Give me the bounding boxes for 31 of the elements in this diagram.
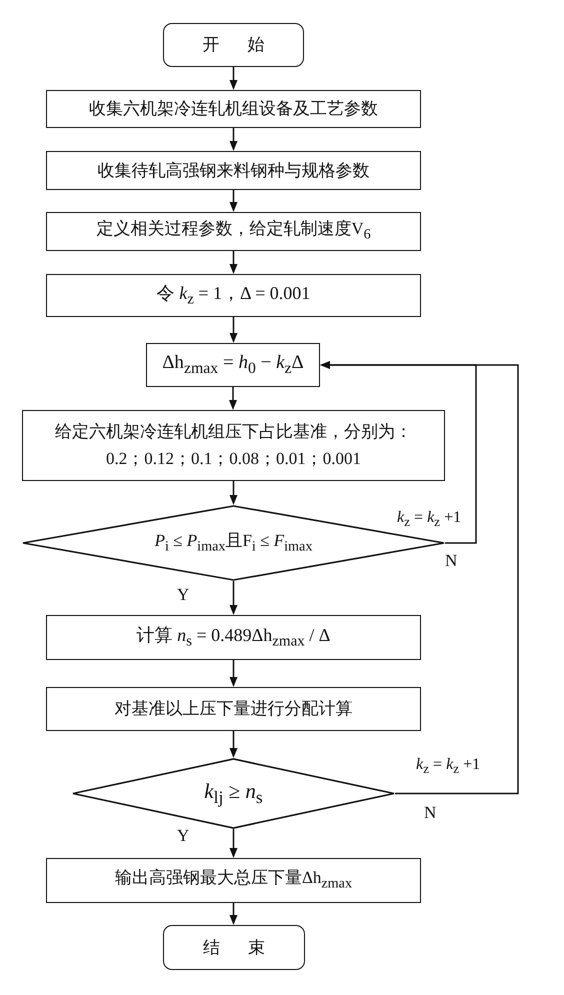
process-box: 计算 n$_{s}$ = 0.489Δh$_{zmax}$ / Δ	[46, 615, 421, 660]
formula-label: k$_{z}$ = k$_{z}$ +1	[416, 755, 480, 778]
arrow	[230, 731, 238, 758]
arrow	[230, 581, 238, 615]
process-box: 对基准以上压下量进行分配计算	[46, 687, 421, 731]
edge-label: Y	[177, 585, 190, 606]
arrow	[230, 251, 238, 274]
process-box: 令 k$_{z}$ = 1，Δ = 0.001	[46, 274, 421, 317]
loop-arrow	[320, 361, 519, 794]
arrow	[230, 660, 238, 687]
arrow	[230, 903, 238, 925]
edge-label: N	[424, 803, 436, 824]
process-box: 给定六机架冷连轧机组压下占比基准，分别为：0.2；0.12；0.1；0.08；0.01；0.001	[22, 410, 445, 481]
arrow	[230, 481, 238, 505]
terminal-box: 结 束	[163, 925, 305, 970]
process-box: Δh$_{zmax}$ = h$_{0}$ − k$_{z}$Δ	[146, 343, 320, 387]
arrow	[230, 128, 238, 151]
formula-label: k$_{z}$ = k$_{z}$ +1	[397, 508, 462, 530]
arrow	[230, 829, 238, 858]
arrow	[230, 67, 238, 90]
process-box: 定义相关过程参数，给定轧制速度V$_{6}$	[46, 212, 421, 251]
terminal-box: 开 始	[163, 23, 304, 67]
arrow	[230, 317, 238, 343]
process-box: 收集待轧高强钢来料钢种与规格参数	[46, 151, 421, 190]
edge-label: Y	[177, 826, 190, 846]
edge-label: N	[445, 551, 458, 572]
arrow	[230, 190, 238, 212]
arrow	[229, 387, 237, 410]
decision-diamond: k$_{lj}$ ≥ n$_{s}$	[72, 758, 395, 829]
process-box: 输出高强钢最大总压下量Δh$_{zmax}$	[46, 858, 421, 903]
process-box: 收集六机架冷连轧机组设备及工艺参数	[46, 90, 421, 128]
